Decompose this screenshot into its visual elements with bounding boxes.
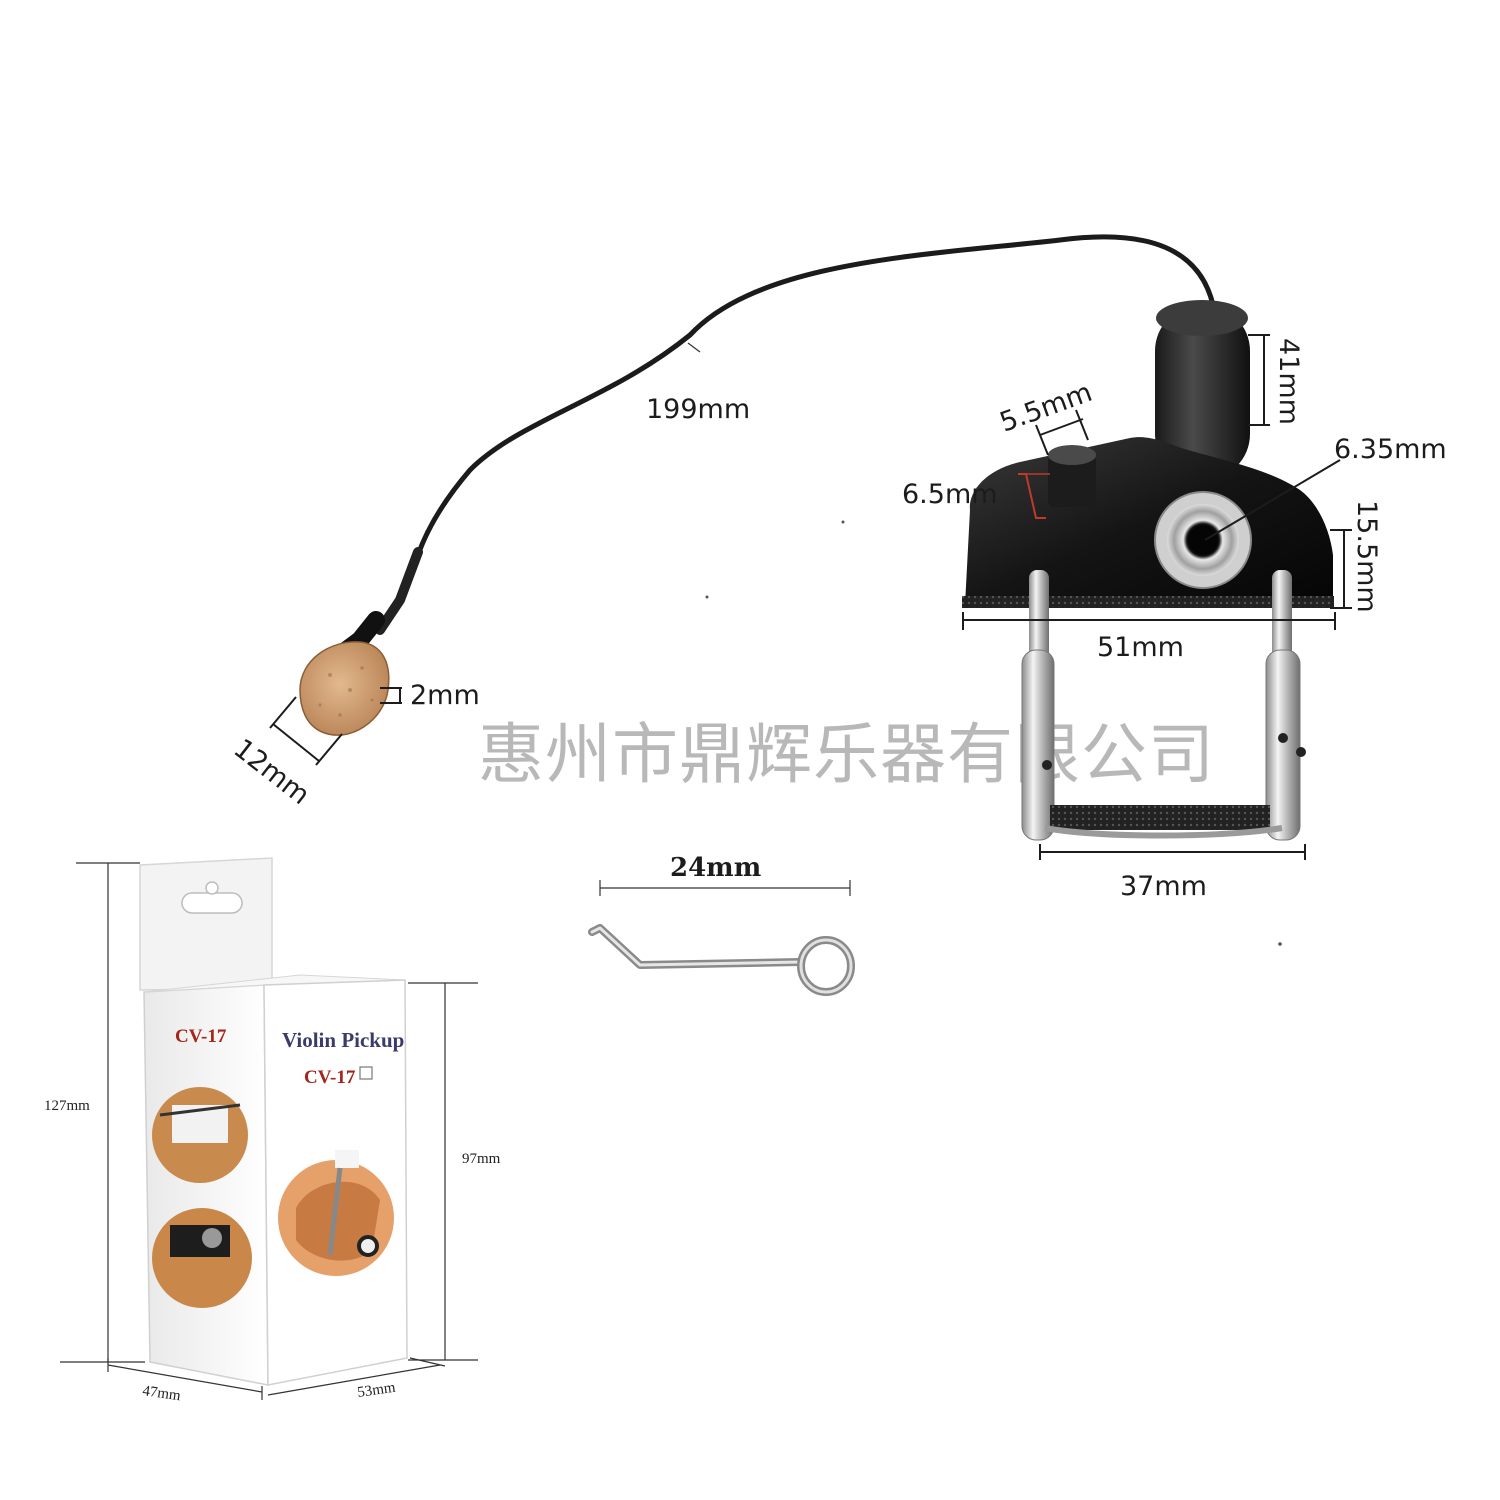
thumb-width-label: 12mm [228, 733, 316, 811]
box-model-label-left: CV-17 [175, 1026, 227, 1047]
tool-length-label: 24mm [670, 853, 761, 883]
jack-housing-icon [962, 300, 1334, 608]
thumb-thickness-label: 2mm [410, 680, 480, 711]
watermark-text: 惠州市鼎辉乐器有限公司 [478, 716, 1215, 793]
hook-tool-icon [588, 924, 855, 996]
jack-size-label: 6.35mm [1334, 434, 1447, 465]
box-title: Violin Pickup [282, 1028, 404, 1052]
body-width-label: 51mm [1097, 632, 1184, 663]
body-height-label: 15.5mm [1351, 500, 1382, 613]
box-front-height-label: 97mm [462, 1151, 501, 1167]
box-width-label: 53mm [356, 1380, 397, 1401]
clamp-width-label: 37mm [1120, 871, 1207, 902]
sensor-pad-icon [299, 641, 390, 736]
cable-length-label: 199mm [646, 394, 750, 425]
clamp-icon [1021, 570, 1306, 841]
knob-height-label: 6.5mm [902, 479, 998, 510]
box-model-label-right: CV-17 [304, 1067, 356, 1088]
knob-width-label: 5.5mm [996, 377, 1096, 439]
package-box-icon [139, 857, 408, 1386]
box-height-label: 127mm [44, 1098, 90, 1114]
checkbox-icon [359, 1066, 373, 1080]
box-depth-label: 47mm [141, 1383, 182, 1404]
barrel-height-label: 41mm [1273, 338, 1304, 425]
